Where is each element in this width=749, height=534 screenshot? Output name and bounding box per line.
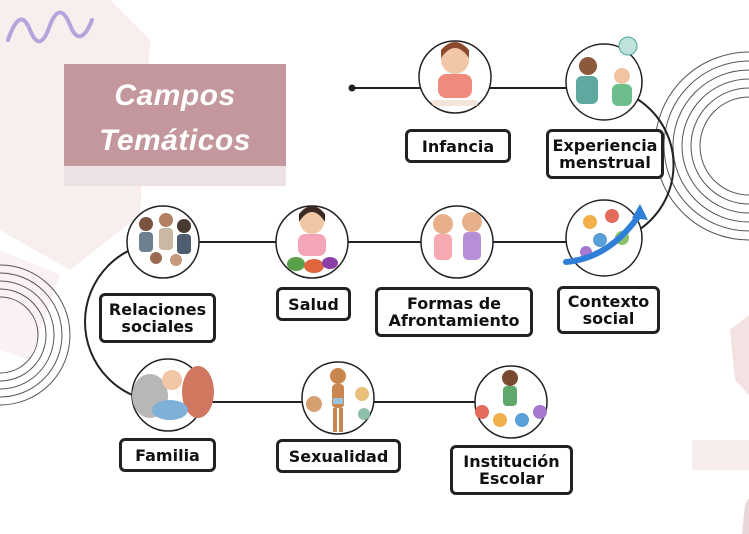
label-contexto-social: Contexto social (557, 286, 660, 334)
timeline-start-dot (348, 84, 356, 92)
squiggle-decoration (6, 10, 94, 44)
label-formas-afrontamiento: Formas de Afrontamiento (375, 287, 533, 337)
classroom-illustration (475, 370, 547, 427)
label-familia: Familia (119, 438, 216, 472)
label-experiencia-menstrual: Experiencia menstrual (546, 129, 664, 179)
two-girls-illustration (433, 212, 482, 260)
bg-shape-right-corner (742, 498, 749, 534)
title-shadow (64, 166, 286, 186)
title-box: Campos Temáticos (64, 64, 286, 166)
title-line-1: Campos (114, 79, 236, 112)
title-line-2: Temáticos (99, 124, 251, 157)
label-institucion-escolar: Institución Escolar (450, 445, 573, 495)
bg-shape-right-bottom (692, 440, 749, 470)
label-infancia: Infancia (405, 129, 511, 163)
arcs-left (0, 264, 71, 406)
child-drawing-illustration (432, 42, 478, 106)
anatomy-figure-illustration (306, 368, 370, 432)
group-of-kids-illustration (139, 213, 191, 266)
label-salud: Salud (276, 287, 351, 321)
label-relaciones-sociales: Relaciones sociales (99, 293, 216, 343)
family-hug-illustration (132, 366, 214, 420)
social-network-illustration (563, 204, 648, 265)
label-sexualidad: Sexualidad (276, 439, 401, 473)
bg-shape-left-lower (0, 250, 60, 360)
arcs-right (654, 51, 749, 241)
women-talking-illustration (576, 36, 638, 106)
girl-vegetables-illustration (287, 206, 338, 273)
bg-shape-right (730, 315, 749, 395)
